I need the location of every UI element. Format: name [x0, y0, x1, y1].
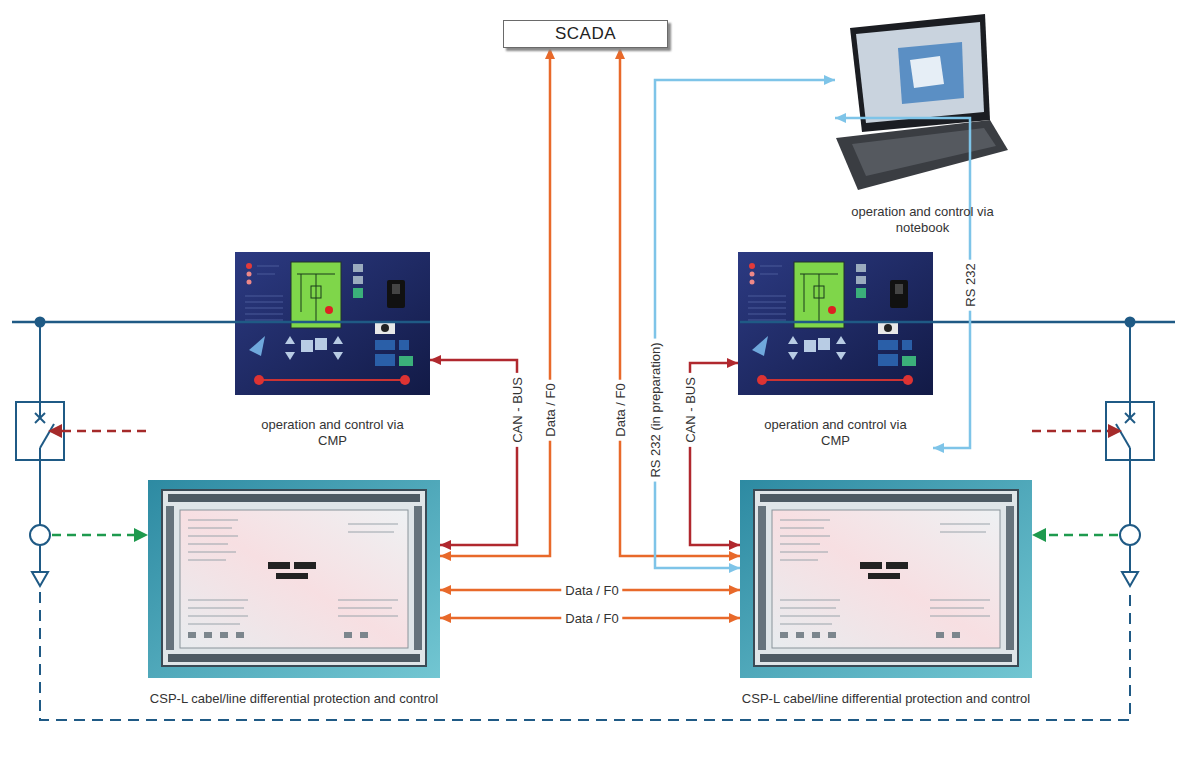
signal-connector	[655, 75, 835, 573]
connector-line	[835, 118, 970, 448]
current-measurement-line-part	[52, 534, 136, 537]
caption-text: CSP-L cabel/line differential protection…	[150, 691, 438, 707]
arrow-head	[440, 585, 451, 595]
arrow-head	[727, 358, 738, 368]
feeder-symbols-part	[39, 448, 41, 525]
cmp-panel-picture	[235, 252, 933, 395]
notebook-picture-part	[910, 56, 944, 88]
feeder-symbols-part	[40, 592, 1130, 720]
arrow-head	[729, 585, 740, 595]
csp-device-picture	[148, 480, 1032, 678]
notebook-picture-part	[852, 128, 996, 176]
arrow-head	[545, 48, 555, 59]
box-label: SCADA	[555, 24, 616, 44]
current-measurement-line	[52, 528, 1118, 542]
connector-label: CAN - BUS	[682, 373, 699, 447]
feeder-symbols-part	[1129, 545, 1131, 572]
feeder-symbols-part	[39, 322, 41, 402]
feeder-symbols-part	[1129, 402, 1131, 418]
connector-line	[655, 80, 835, 568]
notebook-picture-part	[856, 22, 984, 123]
feeder-symbols-part	[1116, 424, 1130, 448]
scada-box: SCADA	[503, 20, 668, 48]
cmp-panel-picture-part	[738, 252, 933, 395]
notebook-node: operation and control via notebook	[835, 18, 1010, 190]
feeder-symbols-part	[1120, 525, 1140, 545]
feeder-symbols-part	[1122, 572, 1138, 586]
cmp-panel-node: operation and control via CMP	[235, 252, 430, 395]
arrow-head	[933, 443, 944, 453]
arrow-head	[729, 613, 740, 623]
arrow-head	[729, 563, 740, 573]
arrow-head	[729, 540, 740, 550]
caption-text: CSP-L cabel/line differential protection…	[742, 691, 1030, 707]
feeder-symbols-part	[30, 525, 50, 545]
feeder-symbols	[16, 318, 1154, 721]
connector-label: RS 232	[962, 259, 979, 310]
connector-label: CAN - BUS	[509, 373, 526, 447]
trip-command-line-part	[1032, 430, 1110, 433]
current-measurement-line-part	[134, 528, 148, 542]
connector-label: RS 232 (in preparation)	[647, 338, 664, 481]
csp-device-picture-part	[148, 480, 440, 678]
csp-device-picture-part	[740, 480, 1032, 678]
notebook-picture-part	[850, 14, 990, 132]
feeder-symbols-part	[39, 402, 41, 418]
signal-connector	[835, 113, 970, 453]
connector-label: Data / F0	[612, 379, 629, 440]
csp-device-node: CSP-L cabel/line differential protection…	[148, 480, 440, 678]
feeder-symbols-part	[32, 572, 48, 586]
trip-command-line	[48, 424, 1122, 438]
cmp-panel-picture-part	[235, 252, 430, 395]
caption-text: operation and control via CMP	[756, 417, 916, 449]
feeder-symbols-part	[1125, 413, 1135, 423]
current-measurement-line-part	[1044, 534, 1118, 537]
notebook-picture-part	[836, 120, 1008, 190]
connector-label: Data / F0	[542, 379, 559, 440]
caption-text: operation and control via CMP	[253, 417, 413, 449]
feeder-symbols-part	[1129, 448, 1131, 525]
arrow-head	[729, 551, 740, 561]
trip-command-line-part	[48, 424, 62, 438]
feeder-symbols-part	[1129, 322, 1131, 402]
connector-label: Data / F0	[561, 582, 622, 599]
connector-line	[430, 360, 517, 545]
trip-command-line-part	[60, 430, 146, 433]
csp-device-node: CSP-L cabel/line differential protection…	[740, 480, 1032, 678]
connector-label: Data / F0	[561, 610, 622, 627]
signal-connector	[615, 48, 740, 561]
connector-line	[620, 48, 740, 556]
signal-connector	[440, 48, 555, 561]
arrow-head	[440, 613, 451, 623]
caption-text: operation and control via notebook	[843, 204, 1003, 236]
notebook-picture	[836, 14, 1008, 190]
feeder-symbols-part	[39, 545, 41, 572]
arrow-head	[824, 75, 835, 85]
arrow-head	[440, 551, 451, 561]
busbar-part	[12, 321, 430, 324]
busbar-part	[740, 321, 1175, 324]
cmp-panel-node: operation and control via CMP	[738, 252, 933, 395]
feeder-symbols-part	[1125, 413, 1135, 423]
feeder-symbols-part	[35, 413, 45, 423]
current-measurement-line-part	[1032, 528, 1046, 542]
busbar	[12, 321, 1175, 324]
feeder-symbols-part	[35, 413, 45, 423]
arrow-head	[615, 48, 625, 59]
arrow-head	[430, 355, 441, 365]
feeder-symbols-part	[40, 424, 54, 448]
connector-line	[440, 48, 550, 556]
signal-connector	[430, 355, 517, 550]
notebook-picture-part	[898, 42, 964, 104]
arrow-head	[835, 113, 846, 123]
arrow-head	[440, 540, 451, 550]
trip-command-line-part	[1108, 424, 1122, 438]
